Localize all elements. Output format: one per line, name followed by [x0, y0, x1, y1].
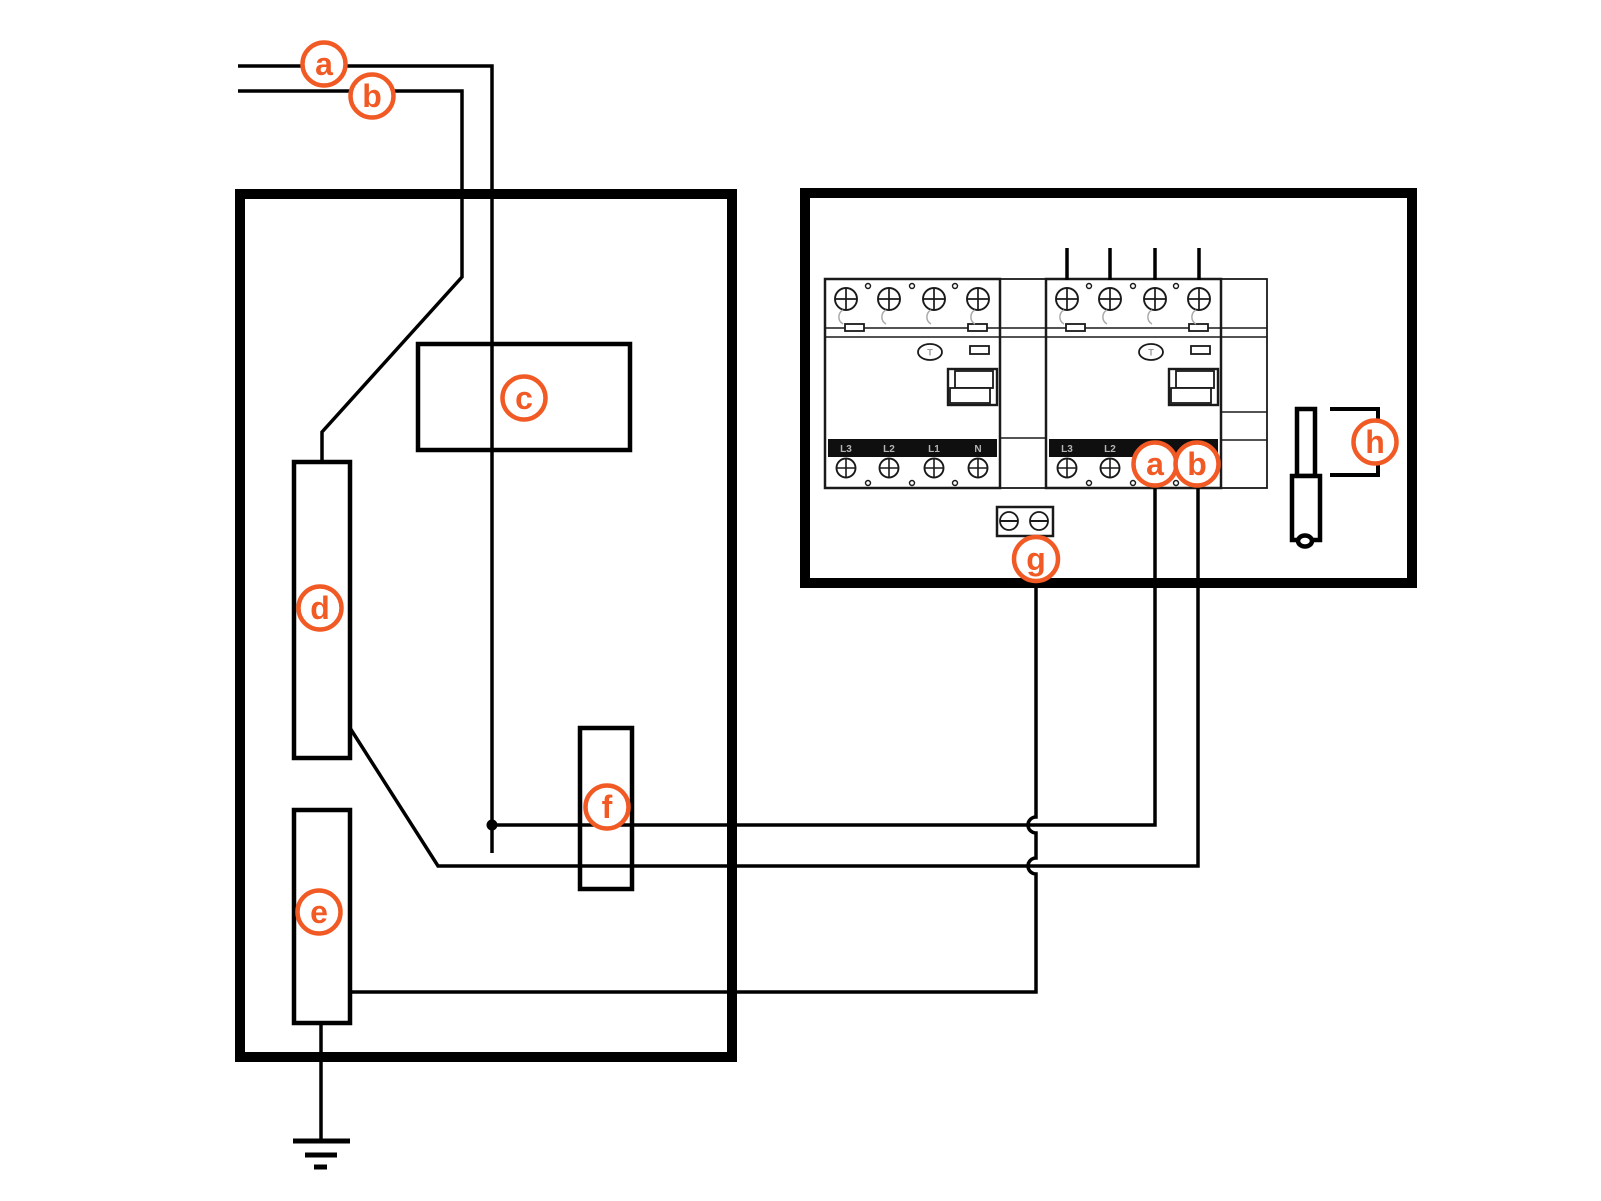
callout-letter: a	[315, 46, 333, 82]
callout-letter: b	[362, 78, 382, 114]
callout-letter: e	[310, 894, 328, 930]
callout-supply-b: b	[348, 72, 396, 120]
callout-letter: h	[1365, 424, 1385, 460]
callout-letter: f	[602, 789, 613, 825]
callout-component-d: d	[296, 584, 344, 632]
callout-cable-h: h	[1351, 418, 1399, 466]
callout-ring	[300, 40, 348, 88]
terminal-label-l1: L1	[928, 444, 940, 455]
cable-h	[1289, 406, 1380, 549]
callout-breaker-b: b	[1173, 440, 1221, 488]
callout-ring	[295, 888, 343, 936]
callout-component-c: c	[500, 374, 548, 422]
callout-ring	[500, 374, 548, 422]
right-enclosure	[800, 188, 1417, 588]
device2-top-stub-wires	[1065, 248, 1201, 280]
terminal-label-l2: L2	[1104, 444, 1116, 455]
callout-terminal-g: g	[1011, 534, 1061, 584]
callout-ring	[1011, 534, 1061, 584]
callout-letter: c	[515, 380, 533, 416]
wires	[238, 64, 1201, 1141]
din-rail-strips	[999, 278, 1268, 489]
callout-component-e: e	[295, 888, 343, 936]
cable-sheath	[1289, 473, 1323, 543]
junction-dot	[486, 819, 498, 831]
callout-breaker-a: a	[1131, 440, 1179, 488]
callout-ring	[348, 72, 396, 120]
callout-component-f: f	[583, 783, 631, 831]
rcd-device-2: L3 L2	[1046, 279, 1221, 488]
wire-terminal-g-to-e	[349, 536, 1038, 994]
cable-conductor	[1294, 406, 1318, 479]
earth-ground-icon	[293, 1138, 350, 1170]
terminal-label-l3: L3	[1061, 444, 1073, 455]
callout-letter: a	[1146, 446, 1164, 482]
terminal-label-l2: L2	[883, 444, 895, 455]
callout-letter: d	[310, 590, 330, 626]
callout-letter: g	[1026, 541, 1046, 577]
callout-ring	[1173, 440, 1221, 488]
rcd-device-1: L3 L2 L1 N	[825, 279, 1000, 488]
rail-strip	[1220, 278, 1268, 489]
callout-letter: b	[1187, 446, 1207, 482]
terminal-label-l3: L3	[840, 444, 852, 455]
cable-curl	[1295, 533, 1315, 549]
callout-supply-a: a	[300, 40, 348, 88]
left-enclosure	[235, 189, 737, 1062]
terminal-label-n: N	[974, 444, 981, 455]
callout-ring	[583, 783, 631, 831]
wire-d-to-breaker-b	[348, 488, 1200, 868]
component-c-box	[415, 341, 633, 453]
callout-ring	[296, 584, 344, 632]
callout-ring	[1351, 418, 1399, 466]
rail-strip	[999, 278, 1047, 489]
terminal-block	[995, 505, 1055, 538]
